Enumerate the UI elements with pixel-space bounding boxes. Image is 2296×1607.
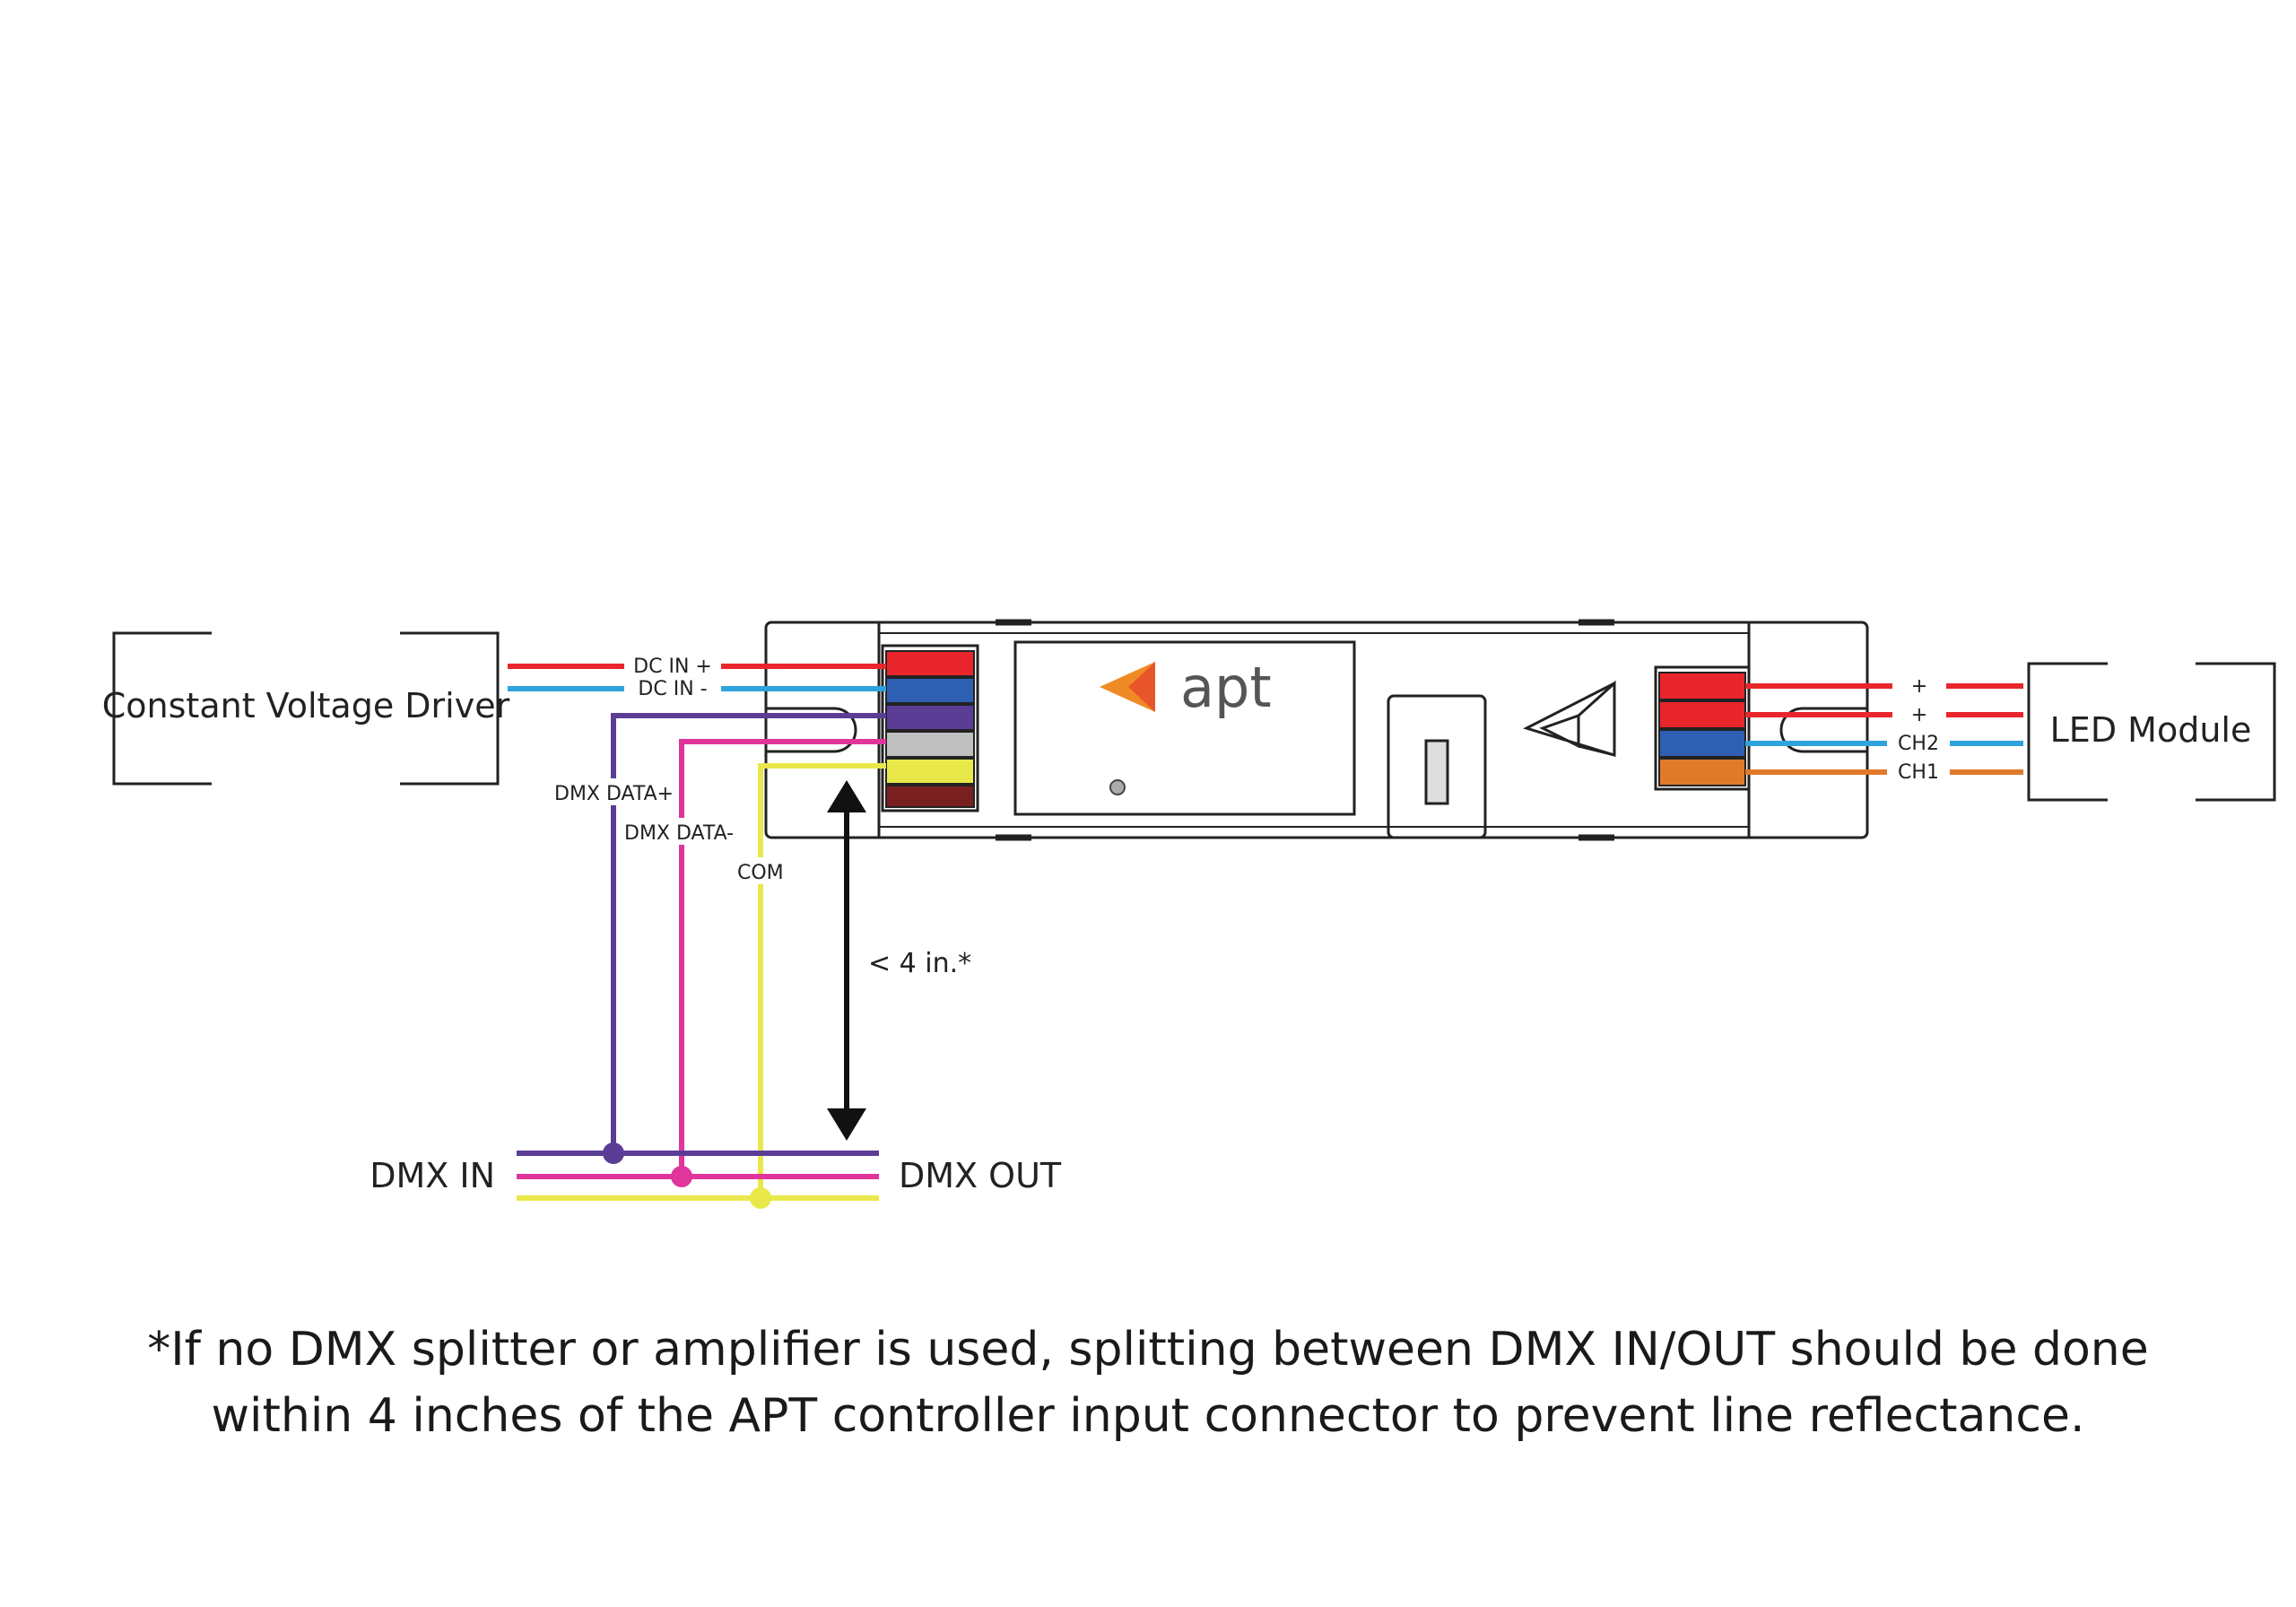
com-label: COM	[737, 862, 784, 884]
dmx-in-label: DMX IN	[370, 1156, 495, 1195]
dc-in-minus-label: DC IN -	[638, 678, 707, 700]
status-led	[1109, 779, 1126, 795]
junction-magenta	[671, 1166, 692, 1187]
driver-label: Constant Voltage Driver	[102, 686, 510, 725]
dmx-drop-wires	[611, 713, 886, 1198]
driver-box	[112, 631, 500, 786]
com-wire	[758, 763, 886, 1198]
junction-yellow	[750, 1187, 771, 1209]
junction-purple	[603, 1142, 624, 1164]
apt-logo: apt	[1100, 655, 1272, 720]
dc-in-plus-label: DC IN +	[633, 656, 712, 678]
led-module-label: LED Module	[2050, 710, 2252, 750]
out-plus-2-label: +	[1911, 704, 1927, 726]
dmx-bus	[517, 1151, 879, 1201]
dmx-data-plus-wire	[611, 713, 886, 1153]
distance-label: < 4 in.*	[868, 948, 971, 979]
output-wires	[1745, 683, 2023, 775]
footnote-line-1: *If no DMX splitter or amplifier is used…	[147, 1323, 2149, 1377]
footnote-line-2: within 4 inches of the APT controller in…	[211, 1389, 2085, 1443]
ch1-label: CH1	[1898, 761, 1939, 784]
dmx-data-minus-wire	[679, 739, 886, 1177]
dmx-out-label: DMX OUT	[899, 1156, 1062, 1195]
apt-logo-text: apt	[1180, 655, 1272, 720]
input-connector	[881, 644, 979, 812]
dmx-data-plus-label: DMX DATA+	[554, 783, 674, 805]
output-connector	[1654, 665, 1751, 791]
controller-body	[764, 619, 1869, 841]
dc-input-wires	[508, 664, 886, 691]
ch2-label: CH2	[1898, 733, 1939, 755]
led-module-box	[2027, 662, 2276, 802]
dmx-data-minus-label: DMX DATA-	[624, 822, 734, 845]
footnote: *If no DMX splitter or amplifier is used…	[0, 1316, 2296, 1449]
out-plus-1-label: +	[1911, 675, 1927, 698]
distance-arrow	[827, 780, 866, 1141]
